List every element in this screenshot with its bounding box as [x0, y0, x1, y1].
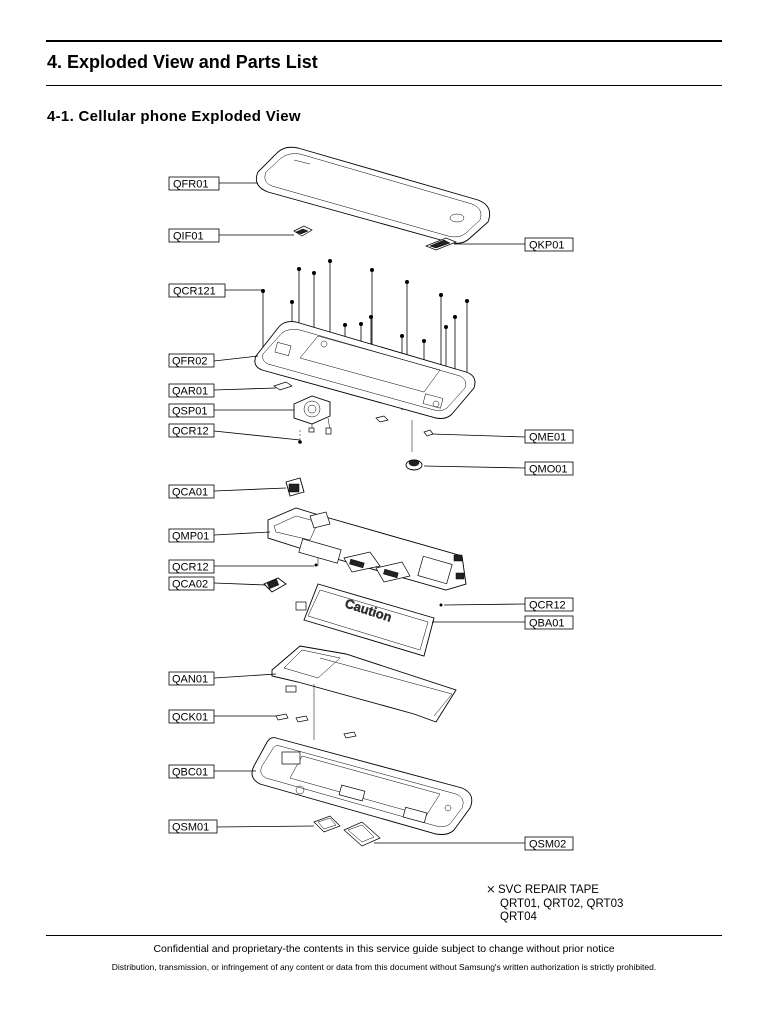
section-subtitle: 4-1. Cellular phone Exploded View: [47, 108, 301, 125]
back-chassis-part: [251, 737, 473, 835]
camera-rear-part: [263, 577, 287, 593]
camera-part: [285, 477, 305, 497]
part-code: QMP01: [172, 531, 209, 543]
front-frame-part: [254, 321, 476, 419]
part-label-qmo01: QMO01: [524, 461, 574, 476]
screw-qcr12-c: [439, 603, 443, 607]
sim-tray-2-part: [343, 821, 381, 847]
top-rule: [46, 40, 722, 42]
part-label-qba01: QBA01: [524, 615, 574, 630]
part-code: QSP01: [172, 406, 207, 418]
part-code: QCR12: [529, 600, 566, 612]
title-underline: [46, 85, 722, 86]
antenna-part: [271, 645, 457, 740]
page-title: 4. Exploded View and Parts List: [47, 52, 318, 72]
note-mark-icon: ⨯: [486, 884, 496, 896]
part-code: QCA02: [172, 579, 208, 591]
ck-part: [275, 713, 357, 739]
footer-confidential: Confidential and proprietary-the content…: [153, 943, 615, 955]
part-label-qkp01: QKP01: [524, 237, 574, 252]
repair-tape-note: ⨯SVC REPAIR TAPE QRT01, QRT02, QRT03 QRT…: [486, 884, 623, 925]
part-code: QIF01: [173, 231, 204, 243]
part-code: QFR02: [172, 356, 207, 368]
part-code: QAR01: [172, 386, 208, 398]
screw-qcr12-a: [298, 430, 302, 444]
note-heading: SVC REPAIR TAPE: [498, 884, 599, 896]
part-label-qmp01: QMP01: [168, 528, 215, 543]
me-part: [411, 420, 434, 452]
part-code: QCR12: [172, 426, 209, 438]
part-label-qca02: QCA02: [168, 576, 215, 591]
part-label-qsm02: QSM02: [524, 836, 574, 851]
part-label-qsm01: QSM01: [168, 819, 218, 834]
front-glass-part: [255, 146, 491, 244]
part-code: QBA01: [529, 618, 564, 630]
part-label-qar01: QAR01: [168, 383, 215, 398]
part-label-qme01: QME01: [524, 429, 574, 444]
part-label-qcr121: QCR121: [168, 283, 226, 298]
interface-tape-part: [293, 225, 313, 237]
key-part: [425, 237, 457, 251]
part-label-qif01: QIF01: [168, 228, 220, 243]
footer-rule: [46, 935, 722, 936]
part-code: QKP01: [529, 240, 564, 252]
part-code: QCR121: [173, 286, 216, 298]
part-label-qcr12-a: QCR12: [168, 423, 215, 438]
frame-clip-part: [375, 415, 389, 423]
part-label-qan01: QAN01: [168, 671, 215, 686]
footer-distribution: Distribution, transmission, or infringem…: [111, 962, 657, 972]
part-code: QME01: [529, 432, 566, 444]
motor-part: [405, 459, 423, 471]
battery-part: Caution: [295, 583, 435, 657]
part-label-qck01: QCK01: [168, 709, 215, 724]
part-label-qcr12-c: QCR12: [524, 597, 574, 612]
part-label-qcr12-b: QCR12: [168, 559, 215, 574]
sim-tray-1-part: [313, 815, 341, 833]
leader-lines: [213, 182, 526, 844]
part-code: QBC01: [172, 767, 208, 779]
ar-part: [273, 381, 293, 391]
part-code: QMO01: [529, 464, 568, 476]
note-line-2: QRT04: [500, 911, 537, 923]
main-pcb-part: [267, 507, 467, 591]
part-code: QCK01: [172, 712, 208, 724]
part-label-qfr02: QFR02: [168, 353, 215, 368]
part-code: QAN01: [172, 674, 208, 686]
part-label-qsp01: QSP01: [168, 403, 215, 418]
speaker-part: [293, 395, 332, 435]
part-code: QFR01: [173, 179, 208, 191]
part-code: QCR12: [172, 562, 209, 574]
part-label-qfr01: QFR01: [168, 176, 220, 191]
part-code: QSM02: [529, 839, 566, 851]
part-code: QSM01: [172, 822, 209, 834]
part-label-qca01: QCA01: [168, 484, 215, 499]
part-code: QCA01: [172, 487, 208, 499]
note-line-1: QRT01, QRT02, QRT03: [500, 897, 624, 910]
screw-qcr12-b: [314, 563, 318, 567]
part-label-qbc01: QBC01: [168, 764, 215, 779]
